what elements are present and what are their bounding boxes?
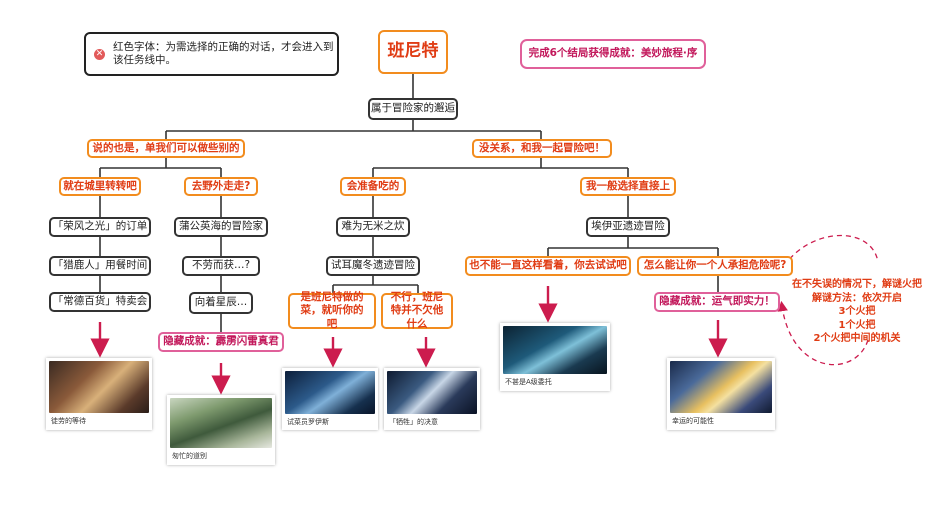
ending-caption-4: 「牺牲」的决意 [389, 418, 438, 426]
puzzle-note-line-5: 2个火把中间的机关 [813, 333, 901, 344]
puzzle-note-line-3: 3个火把 [838, 306, 876, 317]
food-step-1: 难为无米之炊 [336, 217, 410, 237]
puzzle-note-line-1: 在不失误的情况下，解谜火把 [792, 279, 922, 290]
legend-note-text: 红色字体：为需选择的正确的对话，才会进入到该任务线中。 [113, 40, 334, 66]
branch-ruins: 我一般选择直接上 [580, 177, 676, 196]
ending-card-5: 不甚是A级委托 [500, 323, 610, 391]
ruins-step: 埃伊亚遗迹冒险 [586, 217, 670, 237]
ending-image-6 [670, 361, 772, 413]
ending-caption-5: 不甚是A级委托 [505, 378, 552, 386]
city-step-3: 「常德百货」特卖会 [49, 292, 151, 312]
ruins-choice-2: 怎么能让你一个人承担危险呢? [637, 256, 793, 276]
city-step-2: 「猎鹿人」用餐时间 [49, 256, 151, 276]
ending-card-4: 「牺牲」的决意 [384, 368, 480, 430]
page-title: 班尼特 [378, 30, 448, 74]
ruins-achievement: 隐藏成就：运气即实力！ [654, 292, 780, 312]
warning-icon: ✕ [94, 48, 105, 60]
overall-achievement: 完成6个结局获得成就：美妙旅程·序 [520, 39, 706, 69]
food-choice-2: 不行，班尼特并不欠他什么 [381, 291, 453, 330]
branch-city: 就在城里转转吧 [59, 177, 141, 196]
ending-card-6: 幸运的可能性 [667, 358, 775, 430]
legend-note: ✕ 红色字体：为需选择的正确的对话，才会进入到该任务线中。 [84, 32, 339, 76]
choice-left: 说的也是，单我们可以做些别的 [87, 139, 245, 158]
outdoor-step-1: 蒲公英海的冒险家 [174, 217, 268, 237]
ending-caption-1: 徒劳的等待 [51, 417, 86, 425]
ending-image-3 [285, 371, 375, 414]
ending-arrows [90, 286, 728, 395]
branch-outdoor: 去野外走走? [184, 177, 258, 196]
dashed-loop-arrow [782, 234, 879, 366]
tree-connectors [99, 74, 719, 332]
puzzle-note-line-2: 解谜方法：依次开启 [812, 292, 902, 304]
ending-caption-3: 试菜员罗伊斯 [287, 418, 329, 426]
ending-image-4 [387, 371, 477, 414]
outdoor-achievement: 隐藏成就：霹雳闪雷真君 [158, 332, 284, 352]
outdoor-step-2: 不劳而获…? [182, 256, 260, 276]
city-step-1: 「荣风之光」的订单 [49, 217, 151, 237]
ending-caption-6: 幸运的可能性 [672, 417, 714, 425]
branch-food: 会准备吃的 [340, 177, 406, 196]
ending-image-2 [170, 398, 272, 448]
puzzle-note: 在不失误的情况下，解谜火把 解谜方法：依次开启 3个火把 1个火把 2个火把中间… [792, 278, 922, 346]
ending-caption-2: 匆忙的道别 [172, 452, 207, 460]
ending-card-2: 匆忙的道别 [167, 395, 275, 465]
food-choice-1: 是班尼特做的菜，就听你的吧 [288, 291, 376, 330]
food-step-2: 试耳魔冬遗迹冒险 [326, 256, 420, 276]
ending-image-1 [49, 361, 149, 413]
root-quest: 属于冒险家的邂逅 [368, 98, 458, 120]
ending-card-1: 徒劳的等待 [46, 358, 152, 430]
ending-image-5 [503, 326, 607, 374]
ending-card-3: 试菜员罗伊斯 [282, 368, 378, 430]
ruins-choice-1: 也不能一直这样看着，你去试试吧 [465, 256, 631, 276]
outdoor-step-3: 向着星辰… [189, 292, 253, 314]
choice-right: 没关系，和我一起冒险吧！ [472, 139, 612, 158]
puzzle-note-line-4: 1个火把 [838, 319, 876, 331]
